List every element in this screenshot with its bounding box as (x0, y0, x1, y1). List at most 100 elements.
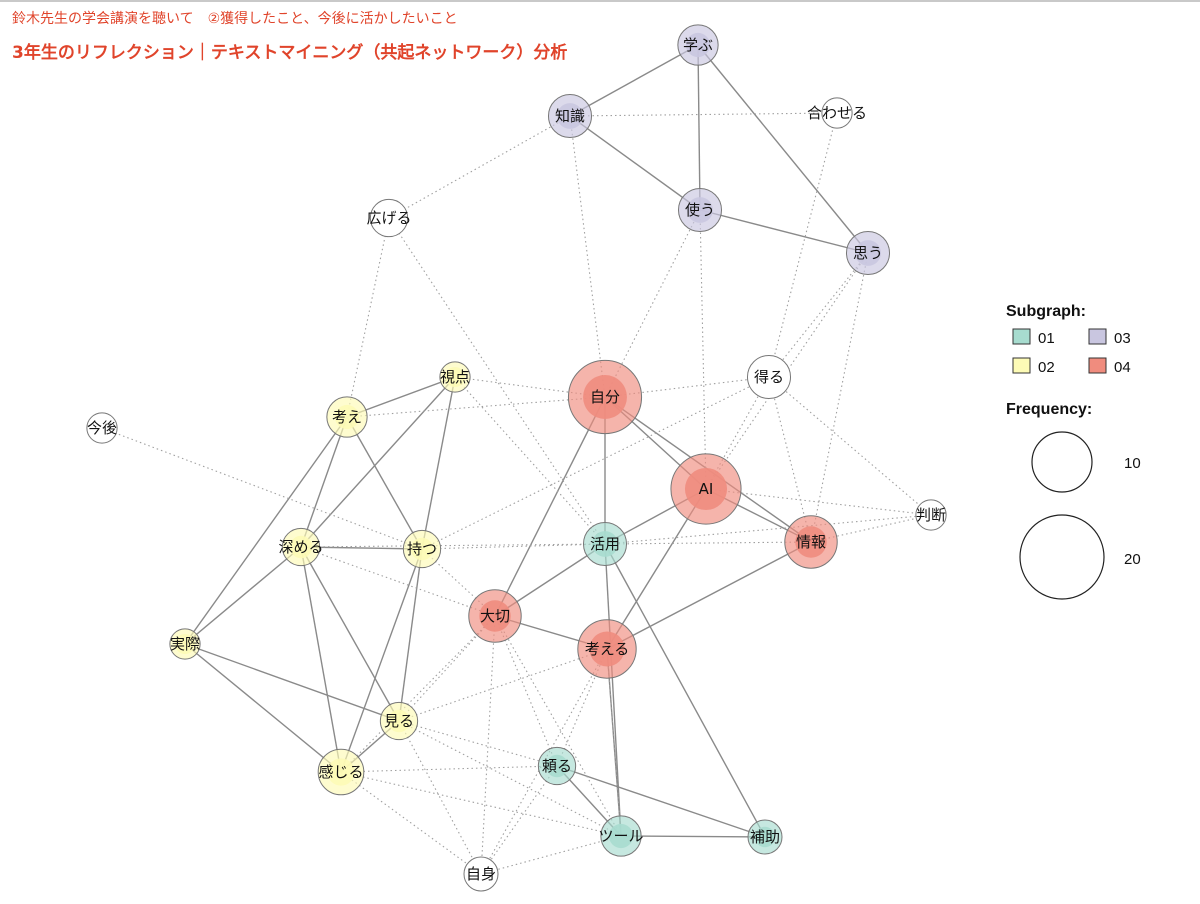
node-jissai: 実際 (169, 628, 201, 660)
node-core (608, 823, 634, 849)
edge-miru-tayoru (398, 720, 558, 767)
node-label: 考え (332, 408, 362, 426)
legend-subgraph-title: Subgraph: (1006, 303, 1086, 320)
node-core (289, 535, 313, 559)
node-core (557, 103, 583, 129)
node-label: 補助 (750, 828, 780, 846)
node-label: 知識 (555, 107, 585, 125)
node-label: 自身 (466, 865, 496, 883)
edge-tayoru-hojo (556, 765, 766, 838)
node-label: ツール (598, 827, 643, 845)
node-jishin: 自身 (463, 856, 499, 892)
edge-katsuyou-tool (604, 543, 622, 837)
node-tsukau: 使う (677, 187, 723, 233)
node-kangae: 考え (326, 396, 368, 438)
edge-shiten-motsu (421, 376, 456, 550)
edge-tayoru-kangaeru (556, 648, 608, 767)
edge-fukameru-taisetsu (300, 546, 496, 617)
edge-kanjiru-jishin (340, 771, 482, 875)
legend-frequency-circle-20 (1019, 514, 1105, 600)
legend-frequency-title: Frequency: (1006, 401, 1092, 418)
edge-omou-ai (705, 252, 869, 490)
legend-swatch-01 (1012, 328, 1031, 345)
edge-kangae-jibun (346, 396, 606, 418)
edge-hirogeru-kangae (346, 217, 390, 418)
node-label: 今後 (87, 419, 117, 437)
node-core (855, 240, 881, 266)
node-label: 感じる (318, 763, 363, 781)
edge-jishin-taisetsu (480, 615, 496, 875)
node-core (754, 826, 776, 848)
node-chishiki: 知識 (547, 93, 593, 139)
node-core (175, 634, 195, 654)
edge-shiten-katsuyou (454, 376, 606, 545)
node-circle (463, 856, 499, 892)
edge-tayoru-taisetsu (494, 615, 558, 767)
edge-kangae-motsu (346, 416, 423, 550)
edge-chishiki-awaseru (569, 112, 838, 117)
legend-frequency-circle-10 (1031, 431, 1093, 493)
edge-katsuyou-jouhou (604, 541, 812, 545)
node-label: 合わせる (807, 104, 867, 122)
legend: Subgraph: 01 03 02 04 Frequency: 10 20 (1006, 303, 1141, 600)
node-core (445, 367, 465, 387)
edge-chishiki-hirogeru (388, 115, 571, 219)
edge-chishiki-jibun (569, 115, 606, 398)
top-border (0, 0, 1200, 2)
edge-omou-eru (768, 252, 869, 378)
edge-eru-motsu (421, 376, 770, 550)
edge-tsukau-jibun (604, 209, 701, 398)
node-core (684, 467, 728, 511)
page-title: 3年生のリフレクション｜テキストマイニング（共起ネットワーク）分析 (12, 43, 568, 63)
edge-ai-handan (705, 488, 932, 516)
node-label: 使う (685, 201, 715, 219)
edge-katsuyou-handan (604, 514, 932, 545)
node-tool: ツール (598, 815, 644, 857)
legend-frequency-label-10: 10 (1124, 455, 1141, 472)
node-kongo: 今後 (86, 412, 118, 444)
node-hirogeru: 広げる (366, 198, 412, 238)
edge-motsu-miru (398, 548, 423, 722)
node-core (795, 526, 827, 558)
edge-chishiki-tsukau (569, 115, 701, 211)
edge-miru-kangaeru (398, 648, 608, 722)
node-shiten: 視点 (439, 361, 471, 393)
edge-fukameru-miru (300, 546, 400, 722)
node-layer: 学ぶ知識合わせる広げる使う思う視点自分得る考え今後AI判断深める持つ活用情報大切… (86, 24, 947, 892)
edge-fukameru-motsu (300, 546, 423, 550)
node-label: 大切 (480, 607, 510, 625)
edge-tayoru-jishin (480, 765, 558, 875)
edge-motsu-taisetsu (421, 548, 496, 617)
edge-taisetsu-tool (494, 615, 622, 837)
node-circle (915, 499, 947, 531)
node-core (479, 600, 511, 632)
edge-chishiki-manabu (569, 44, 699, 117)
edge-manabu-tsukau (697, 44, 701, 211)
node-label: 広げる (366, 209, 411, 227)
node-awaseru: 合わせる (807, 97, 867, 129)
node-jibun: 自分 (567, 359, 643, 435)
legend-label-04: 04 (1114, 359, 1131, 376)
edge-awaseru-eru (768, 112, 838, 378)
edge-manabu-omou (697, 44, 869, 254)
edge-fukameru-jissai (184, 546, 302, 645)
node-jouhou: 情報 (784, 515, 838, 569)
node-eru: 得る (746, 354, 792, 400)
node-katsuyou: 活用 (582, 521, 628, 567)
edge-layer (101, 44, 932, 875)
edge-eru-jouhou (768, 376, 812, 543)
node-circle (86, 412, 118, 444)
legend-label-01: 01 (1038, 330, 1055, 347)
edge-tool-hojo (620, 835, 766, 838)
node-label: 思う (853, 244, 883, 262)
node-label: 視点 (440, 368, 470, 386)
node-label: AI (699, 480, 714, 498)
legend-swatch-03 (1088, 328, 1107, 345)
node-handan: 判断 (915, 499, 947, 531)
node-omou: 思う (845, 230, 891, 276)
node-manabu: 学ぶ (677, 24, 719, 66)
edge-shiten-fukameru (300, 376, 456, 548)
node-label: 頼る (542, 757, 572, 775)
node-core (410, 537, 434, 561)
